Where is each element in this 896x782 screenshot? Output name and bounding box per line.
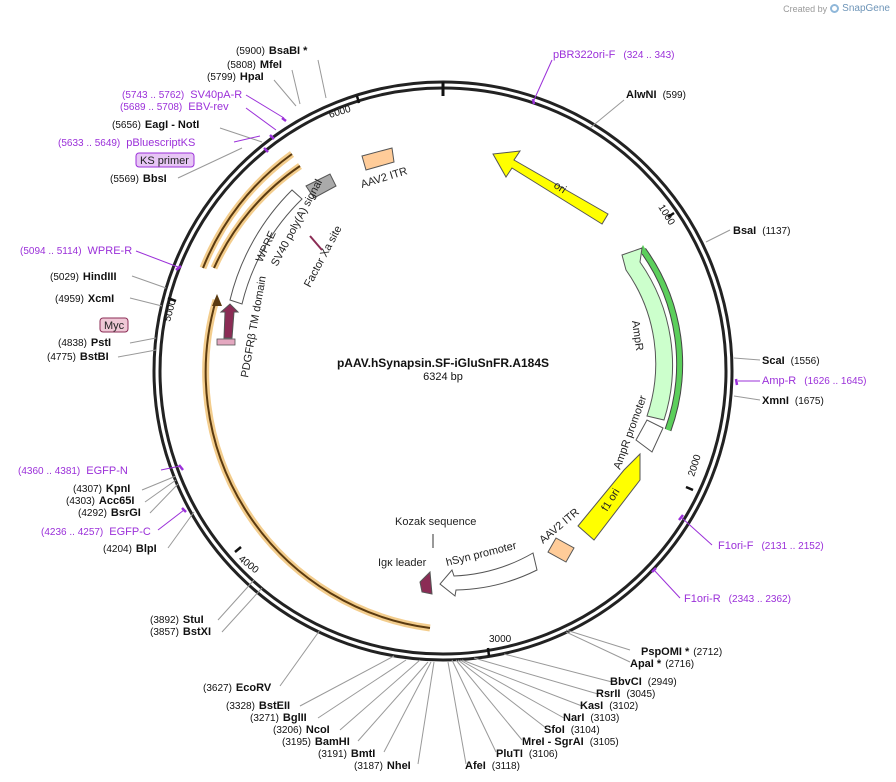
snapgene-logo-icon (830, 4, 840, 13)
enzyme-label-nhei[interactable]: (3187)NheI (354, 760, 411, 772)
enzyme-label-hpai[interactable]: (5799)HpaI (207, 71, 264, 83)
ampr-orf-arrow[interactable] (640, 248, 683, 431)
myc-label: Myc (104, 320, 125, 332)
enzyme-label-alwni[interactable]: AlwNI(599) (626, 89, 686, 101)
factor-xa-label: Factor Xa site (302, 224, 344, 290)
enzyme-label-bstxi[interactable]: (3857)BstXI (150, 626, 211, 638)
enzyme-label-xmni[interactable]: XmnI(1675) (762, 395, 824, 407)
ks-primer-box[interactable]: KS primer (135, 152, 195, 168)
enzyme-label-bglii[interactable]: (3271)BglII (250, 712, 307, 724)
pdgfr-tm-feature[interactable] (219, 303, 240, 339)
primer-label-f1ori-f[interactable]: F1ori-F(2131 .. 2152) (718, 540, 824, 552)
primer-label-sv40pa-r[interactable]: (5743 .. 5762)SV40pA-R (122, 89, 242, 101)
orf-main-arrow[interactable] (204, 299, 431, 629)
enzyme-label-sfoi[interactable]: SfoI(3104) (544, 724, 600, 736)
tick-label-6000: 6000 (328, 104, 353, 121)
primer-label-egfp-n[interactable]: (4360 .. 4381)EGFP-N (18, 465, 128, 477)
enzyme-label-acc65i[interactable]: (4303)Acc65I (66, 495, 134, 507)
orf3-arrow[interactable] (213, 165, 301, 269)
primer-leader-lines (135, 59, 760, 599)
factor-xa-marker (309, 235, 323, 251)
ks-primer-label: KS primer (140, 155, 189, 167)
ampr-feature[interactable] (621, 247, 674, 421)
enzyme-label-bamhi[interactable]: (3195)BamHI (282, 736, 350, 748)
enzyme-label-bsteii[interactable]: (3328)BstEII (226, 700, 290, 712)
enzyme-label-scai[interactable]: ScaI(1556) (762, 355, 820, 367)
enzyme-label-bsabi[interactable]: (5900)BsaBI * (236, 45, 308, 57)
plasmid-length: 6324 bp (423, 371, 463, 383)
igk-leader-label: Igκ leader (378, 557, 427, 569)
enzyme-label-stui[interactable]: (3892)StuI (150, 614, 204, 626)
primer-label-pbluescriptks[interactable]: (5633 .. 5649)pBluescriptKS (58, 137, 195, 149)
myc-tag-feature[interactable] (216, 338, 236, 346)
sv40-polya-feature[interactable] (305, 173, 337, 199)
enzyme-label-psti[interactable]: (4838)PstI (58, 337, 111, 349)
tick-marks (167, 95, 694, 657)
tick-label-4000: 4000 (236, 554, 261, 577)
hsyn-promoter-label: hSyn promoter (445, 540, 518, 569)
enzyme-label-pspomi[interactable]: PspOMI *(2712) (641, 646, 722, 658)
kozak-label: Kozak sequence (395, 516, 476, 528)
enzyme-label-apai[interactable]: ApaI *(2716) (630, 658, 694, 670)
enzyme-label-bmti[interactable]: (3191)BmtI (318, 748, 375, 760)
ori-label: ori (551, 179, 568, 196)
enzyme-label-bbsi[interactable]: (5569)BbsI (110, 173, 167, 185)
brand-created-by: Created by (783, 3, 828, 14)
enzyme-label-pluti[interactable]: PluTI(3106) (496, 748, 558, 760)
enzyme-label-hindiii[interactable]: (5029)HindIII (50, 271, 117, 283)
enzyme-label-rsrii[interactable]: RsrII(3045) (596, 688, 655, 700)
enzyme-label-kasi[interactable]: KasI(3102) (580, 700, 638, 712)
hsyn-promoter-feature[interactable] (439, 552, 538, 597)
ampr-label: AmpR (629, 320, 645, 352)
primer-labels: pBR322ori-F(324 .. 343) (5743 .. 5762)SV… (18, 49, 867, 605)
igk-leader-feature[interactable] (419, 570, 433, 595)
tick-label-3000: 3000 (489, 634, 512, 645)
primer-label-ebv-rev[interactable]: (5689 .. 5708)EBV-rev (120, 101, 229, 113)
enzyme-label-kpni[interactable]: (4307)KpnI (73, 483, 130, 495)
brand-name: SnapGene (842, 3, 890, 14)
enzyme-label-ecorv[interactable]: (3627)EcoRV (203, 682, 272, 694)
primer-label-f1ori-r[interactable]: F1ori-R(2343 .. 2362) (684, 593, 791, 605)
primer-label-egfp-c[interactable]: (4236 .. 4257)EGFP-C (41, 526, 151, 538)
tick-label-2000: 2000 (686, 453, 703, 478)
snapgene-brand: Created by SnapGene (783, 3, 890, 14)
enzyme-label-mfei[interactable]: (5808)MfeI (227, 59, 282, 71)
enzyme-label-blpi[interactable]: (4204)BlpI (103, 543, 157, 555)
plasmid-name: pAAV.hSynapsin.SF-iGluSnFR.A184S (337, 356, 549, 370)
ori-feature[interactable] (492, 150, 609, 225)
aav2-itr-left-feature[interactable] (361, 147, 395, 171)
aav2-itr-right-feature[interactable] (547, 537, 575, 563)
enzyme-label-afei[interactable]: AfeI(3118) (465, 760, 520, 772)
enzyme-label-bsai[interactable]: BsaI(1137) (733, 225, 790, 237)
primer-label-pbr322ori-f[interactable]: pBR322ori-F(324 .. 343) (553, 49, 675, 61)
enzyme-labels: (5900)BsaBI * (5808)MfeI (5799)HpaI (565… (47, 45, 824, 772)
enzyme-label-bstbi[interactable]: (4775)BstBI (47, 351, 109, 363)
primer-label-wpre-r[interactable]: (5094 .. 5114)WPRE-R (20, 245, 132, 257)
tick-label-5000: 5000 (162, 298, 178, 323)
enzyme-label-bsrgi[interactable]: (4292)BsrGI (78, 507, 141, 519)
enzyme-leader-lines (117, 59, 761, 765)
enzyme-label-mrei-sgrai[interactable]: MreI - SgrAI(3105) (522, 736, 619, 748)
enzyme-label-bbvci[interactable]: BbvCI(2949) (610, 676, 677, 688)
ampr-promoter-feature[interactable] (635, 419, 664, 453)
orf-highlight-outer (202, 299, 431, 632)
enzyme-label-nari[interactable]: NarI(3103) (563, 712, 619, 724)
enzyme-label-eagi-noti[interactable]: (5656)EagI - NotI (112, 119, 199, 131)
enzyme-label-ncoi[interactable]: (3206)NcoI (273, 724, 330, 736)
f1-ori-feature[interactable] (577, 452, 641, 541)
enzyme-label-xcmi[interactable]: (4959)XcmI (55, 293, 114, 305)
myc-box[interactable]: Myc (99, 317, 129, 333)
orf2-arrow[interactable] (202, 153, 293, 269)
wpre-feature[interactable] (229, 189, 303, 305)
primer-label-amp-r[interactable]: Amp-R(1626 .. 1645) (762, 375, 867, 387)
orf-main-head (212, 294, 222, 306)
